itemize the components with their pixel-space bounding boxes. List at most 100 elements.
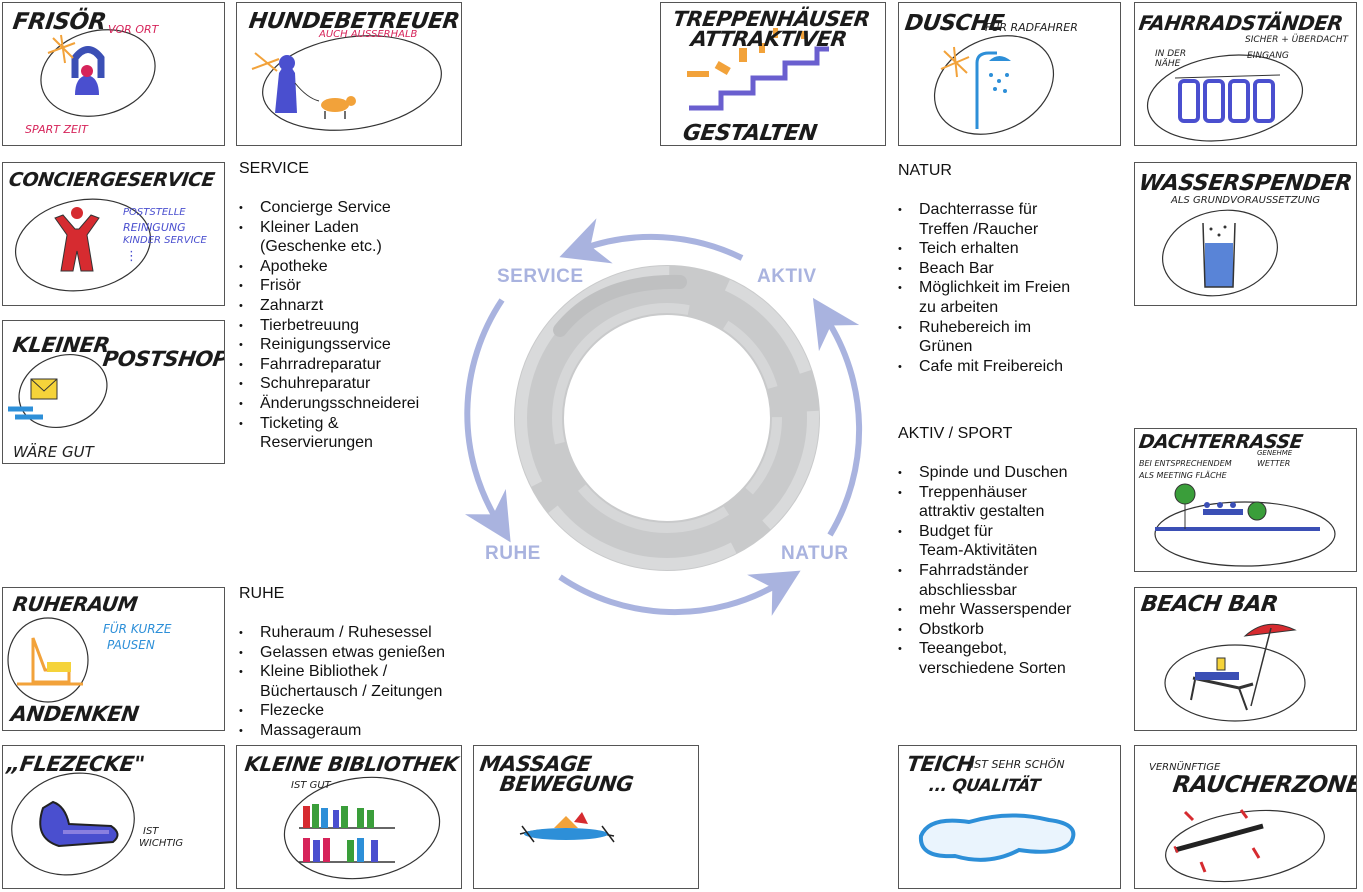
list-item-cont: attraktiv gestalten [919, 503, 1045, 521]
card-dusche: DUSCHE FÜR RADFAHRER [898, 2, 1121, 146]
wasser-sketch [1161, 209, 1279, 297]
card-frisoer: FRISÖR VOR ORT SPART ZEIT [2, 2, 225, 146]
ruheraum-note-fuer-kurze: FÜR KURZE [103, 622, 172, 636]
ruheraum-sketch [7, 617, 89, 703]
postshop-title-2: POSTSHOP [101, 347, 225, 371]
ruheraum-note-pausen: PAUSEN [107, 638, 155, 652]
fahrrad-sketch [1146, 54, 1304, 142]
list-item: Concierge Service [239, 198, 419, 218]
raucher-note: VERNÜNFTIGE [1149, 762, 1221, 773]
frisoer-title: FRISÖR [11, 9, 108, 35]
card-ruheraum: RUHERAUM FÜR KURZE PAUSEN ANDENKEN [2, 587, 225, 731]
list-item: Reinigungsservice [239, 335, 419, 355]
massage-sketch [519, 812, 615, 843]
natur-list-title: NATUR [898, 162, 952, 179]
dachterrasse-note-2: WETTER [1257, 459, 1291, 468]
list-item: Gelassen etwas genießen [239, 643, 445, 663]
card-dachterrasse: DACHTERRASSE BEI ENTSPRECHENDEM WETTER G… [1134, 428, 1357, 572]
raucher-title: RAUCHERZONE [1171, 772, 1357, 798]
card-hundebetreuer: HUNDEBETREUER AUCH AUSSERHALB [236, 2, 462, 146]
wasser-note: ALS GRUNDVORAUSSETZUNG [1171, 195, 1321, 206]
fahrrad-note-naehe: IN DER NÄHE [1155, 49, 1187, 69]
wasser-title: WASSERSPENDER [1137, 171, 1354, 196]
hundebetreuer-sketch [251, 35, 442, 131]
list-item: Schuhreparatur [239, 374, 419, 394]
card-beachbar: BEACH BAR [1134, 587, 1357, 731]
postshop-sketch [8, 354, 108, 428]
list-item: Fahrradreparatur [239, 355, 419, 375]
list-item: Flezecke [239, 701, 445, 721]
list-item-cont: Treffen /Raucher [919, 220, 1039, 238]
beachbar-sketch [1164, 623, 1306, 722]
dachterrasse-note-4: ALS MEETING FLÄCHE [1139, 471, 1227, 480]
dachterrasse-note-3: GENEHME [1257, 449, 1293, 457]
postshop-note: WÄRE GUT [13, 443, 94, 461]
list-item-cont: abschliessbar [919, 581, 1017, 599]
list-item: Ruhebereich im [898, 318, 1070, 338]
list-item: Möglichkeit im Freien [898, 278, 1070, 298]
arrow-natur-to-aktiv [812, 297, 863, 537]
concierge-note-kinder: KINDER SERVICE [123, 235, 207, 246]
list-item: Ticketing & [239, 414, 419, 434]
service-list-title: SERVICE [239, 160, 309, 177]
flezecke-note-ist: IST [143, 826, 159, 837]
list-item-cont: Büchertausch / Zeitungen [260, 682, 443, 700]
teich-note-qualitaet: ... QUALITÄT [927, 776, 1041, 796]
treppen-title-2: ATTRAKTIVER [689, 27, 849, 51]
list-item-cont: verschiedene Sorten [919, 659, 1066, 677]
dachterrasse-sketch [1154, 483, 1336, 567]
dusche-sketch [933, 35, 1055, 135]
card-flezecke: „FLEZECKE" IST WICHTIG [2, 745, 225, 889]
list-item-cont: Grünen [919, 338, 973, 356]
list-item: Obstkorb [898, 620, 1071, 640]
list-item-cont: (Geschenke etc.) [260, 238, 382, 256]
list-item: Tierbetreuung [239, 316, 419, 336]
list-item: Treppenhäuser [898, 483, 1071, 503]
card-bibliothek: KLEINE BIBLIOTHEK IST GUT [236, 745, 462, 889]
card-teich: TEICH IST SEHR SCHÖN ... QUALITÄT [898, 745, 1121, 889]
cycle-label-service: SERVICE [497, 266, 584, 287]
fahrrad-note-eingang: EINGANG [1247, 51, 1289, 61]
card-raucherzone: VERNÜNFTIGE RAUCHERZONE [1134, 745, 1357, 889]
list-item: Teich erhalten [898, 239, 1070, 259]
bibliothek-sketch [283, 776, 441, 880]
enso-brush-circle [514, 265, 820, 571]
cycle-label-natur: NATUR [781, 543, 849, 564]
dusche-note: FÜR RADFAHRER [985, 21, 1078, 34]
card-treppenhaeuser: TREPPENHÄUSER ATTRAKTIVER GESTALTEN [660, 2, 886, 146]
list-item: Fahrradständer [898, 561, 1071, 581]
ruheraum-title-andenken: ANDENKEN [9, 702, 141, 726]
card-concierge: CONCIERGESERVICE POSTSTELLE REINIGUNG KI… [2, 162, 225, 306]
cycle-label-ruhe: RUHE [485, 543, 541, 564]
list-item: Spinde und Duschen [898, 463, 1071, 483]
aktiv-list-title: AKTIV / SPORT [898, 425, 1013, 442]
bibliothek-note: IST GUT [291, 780, 331, 791]
concierge-note-reinigung: REINIGUNG [123, 221, 186, 234]
arrow-ruhe-to-natur [558, 570, 801, 616]
list-item: Zahnarzt [239, 296, 419, 316]
frisoer-note-spart-zeit: SPART ZEIT [25, 123, 88, 136]
list-item-cont: Reservierungen [260, 434, 373, 452]
fahrrad-note-sicher: SICHER + ÜBERDACHT [1245, 35, 1348, 45]
card-fahrradstaender: FAHRRADSTÄNDER SICHER + ÜBERDACHT IN DER… [1134, 2, 1357, 146]
beachbar-title: BEACH BAR [1139, 592, 1280, 617]
concierge-sketch [14, 198, 152, 292]
cycle-label-aktiv: AKTIV [757, 266, 817, 287]
service-list: SERVICE Concierge Service Kleiner Laden … [239, 160, 419, 453]
massage-title-2: BEWEGUNG [498, 772, 635, 796]
arrow-service-to-ruhe [464, 298, 511, 543]
list-item: Massageraum [239, 721, 445, 741]
teich-sketch [918, 813, 1076, 862]
treppen-title-3: GESTALTEN [681, 121, 819, 146]
bibliothek-title: KLEINE BIBLIOTHEK [243, 752, 460, 776]
raucher-sketch [1165, 809, 1325, 883]
card-massage: MASSAGE BEWEGUNG [473, 745, 699, 889]
list-item: Ruheraum / Ruhesessel [239, 623, 445, 643]
list-item: mehr Wasserspender [898, 600, 1071, 620]
concierge-note-dots: ⋮ [125, 249, 138, 264]
hundebetreuer-note: AUCH AUSSERHALB [319, 29, 418, 40]
flezecke-note-wichtig: WICHTIG [139, 838, 184, 849]
frisoer-note-vor-ort: VOR ORT [108, 23, 159, 36]
teich-title: TEICH [905, 752, 976, 776]
